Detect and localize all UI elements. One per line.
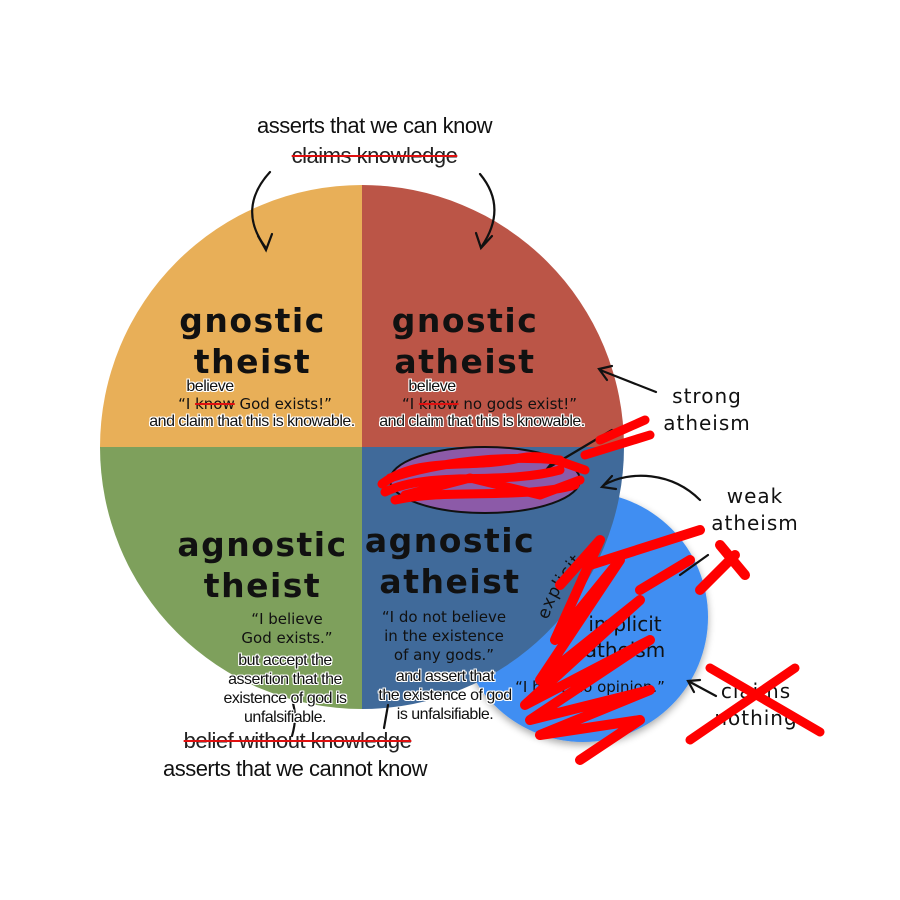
gnostic-atheist-title-2: atheist bbox=[394, 342, 536, 381]
gnostic-theist-title-2: theist bbox=[193, 342, 312, 381]
agnostic-theist-note-4: unfalsifiable. bbox=[244, 709, 326, 726]
agnostic-theist-title-2: theist bbox=[203, 566, 322, 605]
agnostic-atheist-quote-3: of any gods.” bbox=[393, 646, 495, 664]
agnostic-theist-quote-1: “I believe bbox=[251, 610, 323, 628]
agnostic-atheist-note-2: the existence of god bbox=[378, 687, 512, 704]
weak-atheism-label-2: atheism bbox=[711, 511, 799, 535]
bottom-annotation-primary: asserts that we cannot know bbox=[162, 756, 428, 781]
gnostic-theist-title-1: gnostic bbox=[179, 301, 326, 340]
implicit-atheism-title-1: implicit bbox=[588, 612, 662, 636]
gnostic-theist-quote: “I know God exists!” bbox=[150, 395, 360, 414]
gnostic-atheist-note: and claim that this is knowable. bbox=[379, 413, 585, 430]
top-annotation-struck: claims knowledge bbox=[291, 143, 458, 168]
overlap-ellipse bbox=[389, 446, 581, 514]
agnostic-theist-note-1: but accept the bbox=[238, 652, 332, 669]
top-annotation-primary: asserts that we can know bbox=[256, 113, 493, 138]
gnostic-theist-note: and claim that this is knowable. bbox=[149, 413, 355, 430]
agnostic-atheist-quote-2: in the existence bbox=[384, 627, 504, 645]
agnostic-atheist-title-1: agnostic bbox=[364, 521, 536, 560]
agnostic-theist-title-1: agnostic bbox=[177, 525, 348, 564]
implicit-atheism-title-2: atheism bbox=[584, 638, 666, 662]
claims-nothing-label-1: claims bbox=[720, 679, 792, 703]
agnostic-atheist-quote-1: “I do not believe bbox=[381, 608, 507, 626]
belief-knowledge-pie bbox=[100, 185, 624, 709]
gnostic-theist-quote-open: “I bbox=[178, 395, 196, 413]
gnostic-theist-quote-rest: God exists!” bbox=[234, 395, 332, 413]
agnostic-atheist-note-1: and assert that bbox=[395, 668, 495, 685]
strong-atheism-label-2: atheism bbox=[663, 411, 751, 435]
gnostic-theist-insert: believe bbox=[186, 378, 234, 395]
gnostic-atheist-quote-open: “I bbox=[401, 395, 419, 413]
agnostic-theist-quote-2: God exists.” bbox=[241, 629, 333, 647]
gnostic-atheist-insert: believe bbox=[408, 378, 456, 395]
agnostic-theist-note-2: assertion that the bbox=[228, 671, 342, 688]
strong-atheism-label-1: strong bbox=[672, 384, 742, 408]
gnostic-atheist-quote: “I know no gods exist!” bbox=[382, 395, 597, 414]
agnostic-atheist-note-3: is unfalsifiable. bbox=[396, 706, 494, 723]
agnostic-theist-note-3: existence of god is bbox=[223, 690, 347, 707]
claims-nothing-label-2: nothing bbox=[714, 706, 798, 730]
gnostic-atheist-struck: know bbox=[418, 395, 459, 413]
gnostic-atheist-title-1: gnostic bbox=[391, 301, 539, 340]
gnostic-theist-struck: know bbox=[195, 395, 235, 413]
weak-atheism-label-1: weak bbox=[726, 484, 784, 508]
gnostic-atheist-quote-rest: no gods exist!” bbox=[458, 395, 578, 413]
agnostic-atheist-title-2: atheist bbox=[379, 562, 521, 601]
implicit-atheism-quote: “I have no opinion.” bbox=[515, 678, 665, 696]
bottom-annotation-struck: belief without knowledge bbox=[183, 728, 412, 753]
